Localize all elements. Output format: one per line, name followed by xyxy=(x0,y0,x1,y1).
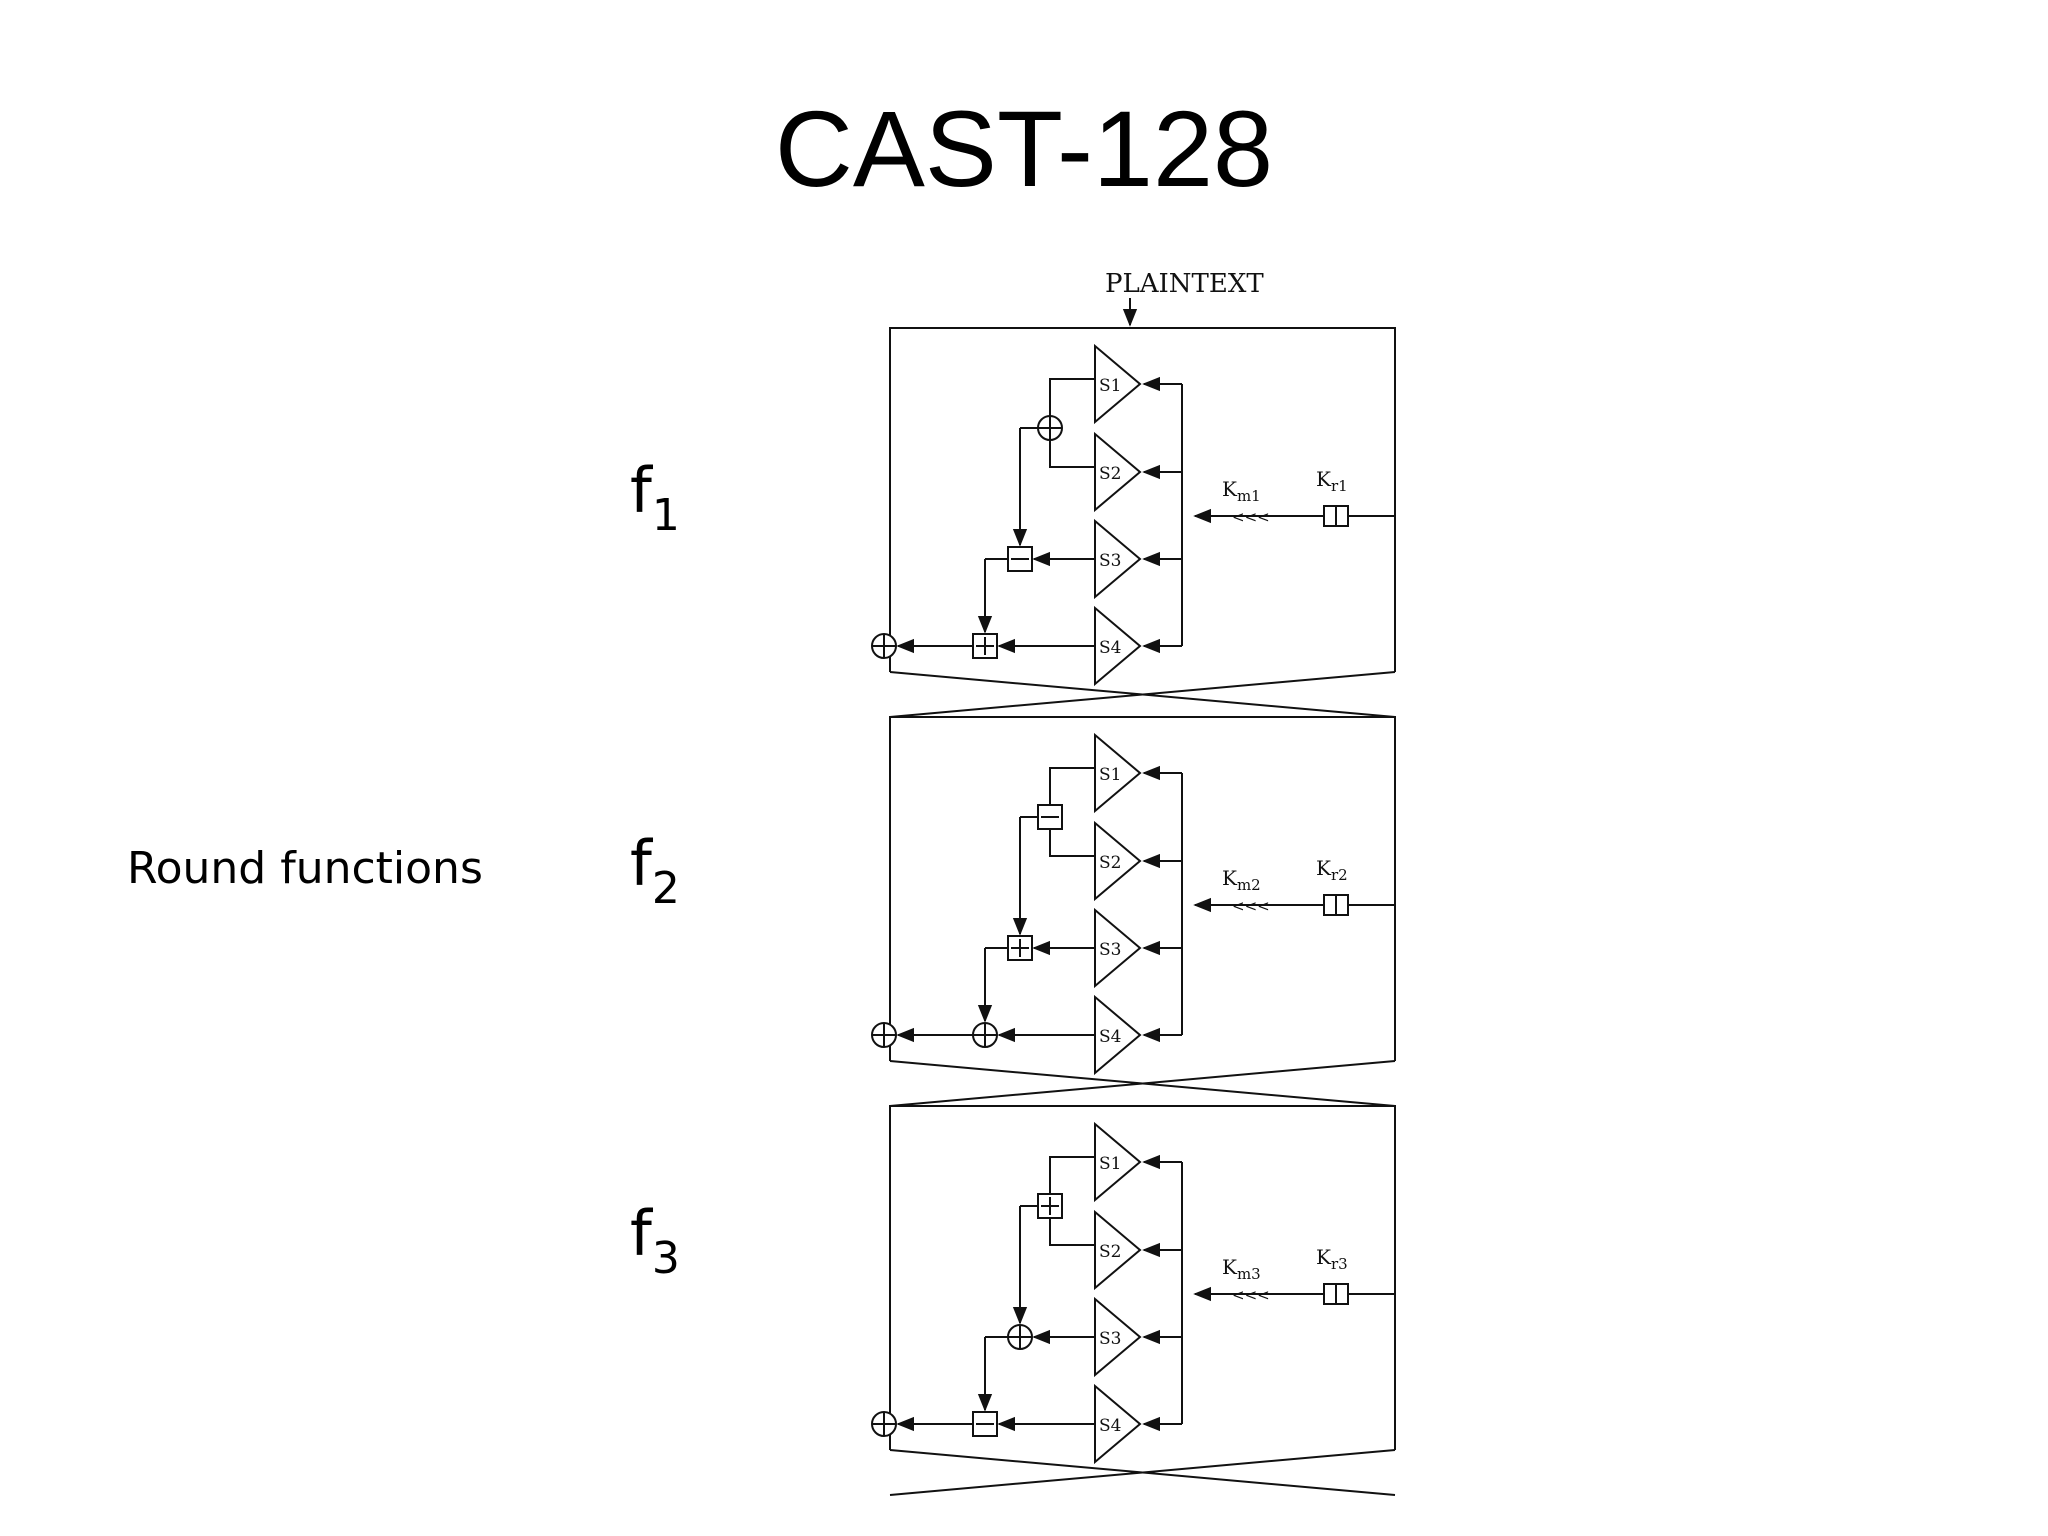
s-box-label: S3 xyxy=(1099,1329,1121,1349)
crossover-line xyxy=(889,1060,1396,1107)
km-key-label: Km2 xyxy=(1222,866,1261,894)
function-base: f xyxy=(630,454,652,527)
kr-key-label: Kr2 xyxy=(1316,856,1348,884)
s-box-label: S3 xyxy=(1099,940,1121,960)
plaintext-label: PLAINTEXT xyxy=(1105,269,1264,299)
kr-key-label: Kr1 xyxy=(1316,467,1348,495)
function-subscript: 3 xyxy=(651,1233,680,1284)
s-box-2 xyxy=(1094,820,1142,902)
s-box-label: S1 xyxy=(1099,376,1121,396)
s-box-1 xyxy=(1094,1121,1142,1203)
round-frame xyxy=(889,327,1396,672)
s-box-label: S2 xyxy=(1099,464,1121,484)
function-subscript: 1 xyxy=(651,490,680,541)
s-box-label: S1 xyxy=(1099,765,1121,785)
crossover-line xyxy=(889,671,1396,718)
round-frame xyxy=(889,716,1396,1061)
rotate-left-label: <<< xyxy=(1232,1286,1270,1304)
sbox-link xyxy=(1049,1218,1095,1246)
round-function-label-2: f2 xyxy=(630,833,680,911)
slide-title: CAST-128 xyxy=(774,88,1274,209)
sbox-link xyxy=(1049,1156,1095,1194)
round-function-label-1: f1 xyxy=(630,460,680,538)
s-box-label: S4 xyxy=(1099,638,1121,658)
rounds-group: S1S2S3S4Km1Kr1<<<S1S2S3S4Km2Kr2<<<S1S2S3… xyxy=(871,327,1396,1496)
s-box-1 xyxy=(1094,732,1142,814)
sbox-link xyxy=(1049,767,1095,805)
s-box-1 xyxy=(1094,343,1142,425)
s-box-label: S4 xyxy=(1099,1416,1121,1436)
s-box-label: S2 xyxy=(1099,853,1121,873)
sbox-link xyxy=(1049,440,1095,468)
function-base: f xyxy=(630,1197,652,1270)
km-key-label: Km3 xyxy=(1222,1255,1261,1283)
round-frame xyxy=(889,1105,1396,1450)
km-key-label: Km1 xyxy=(1222,477,1261,505)
rotate-left-label: <<< xyxy=(1232,897,1270,915)
kr-key-label: Kr3 xyxy=(1316,1245,1348,1273)
function-base: f xyxy=(630,827,652,900)
s-box-label: S4 xyxy=(1099,1027,1121,1047)
round-functions-label: Round functions xyxy=(127,843,483,894)
s-box-label: S3 xyxy=(1099,551,1121,571)
sbox-link xyxy=(1049,378,1095,416)
round-function-label-3: f3 xyxy=(630,1203,680,1281)
function-subscript: 2 xyxy=(651,863,680,914)
sbox-link xyxy=(1049,829,1095,857)
crossover-line xyxy=(889,1449,1396,1496)
s-box-2 xyxy=(1094,1209,1142,1291)
rotate-left-label: <<< xyxy=(1232,508,1270,526)
s-box-label: S2 xyxy=(1099,1242,1121,1262)
s-box-label: S1 xyxy=(1099,1154,1121,1174)
s-box-2 xyxy=(1094,431,1142,513)
